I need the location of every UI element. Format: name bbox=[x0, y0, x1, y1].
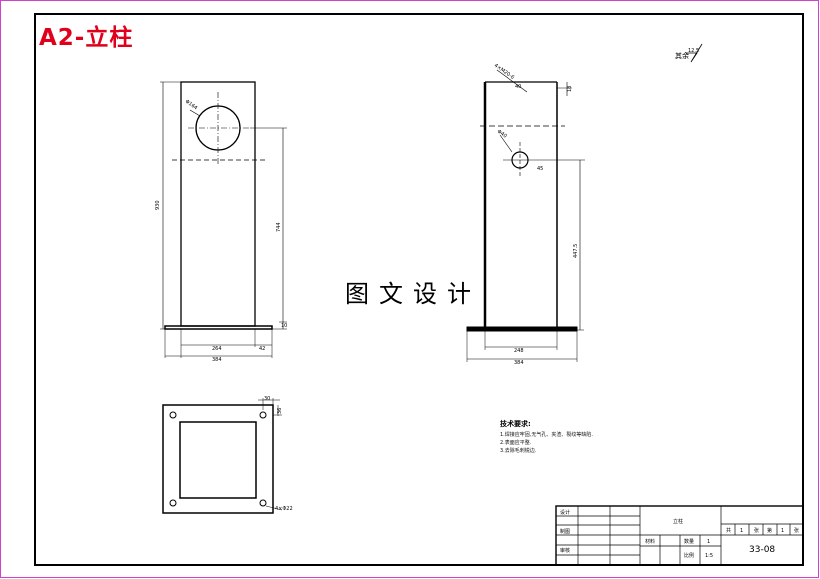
dim-front-center-height: 744 bbox=[276, 222, 282, 232]
dim-front-bottom-total: 384 bbox=[212, 357, 222, 363]
title-block-qty-value: 1 bbox=[707, 539, 710, 545]
title-block-drawing-number: 33-08 bbox=[749, 545, 775, 555]
front-view bbox=[160, 81, 287, 358]
tech-note-line-1: 1.焊接应牢固,无气孔、夹渣、裂纹等缺陷. bbox=[500, 432, 593, 438]
title-block-row-2: 制图 bbox=[560, 528, 570, 535]
title-block-row-1: 设计 bbox=[560, 509, 570, 516]
sheet-info-2: 张 bbox=[754, 527, 759, 534]
dim-front-height: 930 bbox=[155, 200, 161, 210]
side-view-base bbox=[466, 326, 578, 332]
drawing-frame bbox=[34, 13, 804, 566]
title-block-part-name: 立柱 bbox=[673, 518, 683, 525]
dim-side-bottom-total: 384 bbox=[514, 360, 524, 366]
surface-finish-icon bbox=[686, 43, 703, 63]
surface-finish-label: 其余 bbox=[675, 51, 689, 60]
dim-front-small: 10 bbox=[281, 323, 287, 329]
dim-side-height: 447.5 bbox=[573, 244, 579, 258]
dim-front-bottom-inner: 264 bbox=[212, 346, 222, 352]
drawing-title: A2-立柱 bbox=[39, 25, 134, 51]
surface-finish-value: 12.5 bbox=[688, 48, 699, 54]
front-view-base bbox=[164, 325, 273, 330]
title-block-qty-label: 数量 bbox=[684, 538, 694, 545]
dim-plan-top: 30 bbox=[264, 396, 270, 402]
watermark-text: 图文设计 bbox=[343, 274, 483, 309]
sheet-info-5: 张 bbox=[794, 527, 799, 534]
tech-note-line-2: 2.表面应平整. bbox=[500, 440, 532, 446]
title-block-scale-label: 比例 bbox=[684, 552, 694, 559]
title-block-material-label: 材料 bbox=[645, 538, 655, 545]
sheet-info-1: 1 bbox=[740, 528, 743, 534]
dim-side-hole-label: Φ40 bbox=[496, 129, 508, 140]
dim-plan-side: 36 bbox=[277, 408, 283, 414]
dim-side-top-small: 40 bbox=[515, 84, 521, 90]
dim-side-top-gap: 18 bbox=[567, 86, 573, 92]
dim-front-bottom-right: 42 bbox=[259, 346, 265, 352]
sheet-info-3: 第 bbox=[767, 527, 772, 534]
plan-view-outer bbox=[162, 404, 274, 514]
dim-side-bottom-inner: 248 bbox=[514, 348, 524, 354]
plan-view-inner bbox=[179, 421, 257, 499]
dim-hole-label: Φ164 bbox=[184, 99, 198, 112]
dim-side-top-label: 4×M20-6 bbox=[493, 63, 515, 81]
sheet-info-0: 共 bbox=[726, 527, 731, 534]
title-block bbox=[555, 505, 804, 566]
sheet-info-4: 1 bbox=[781, 528, 784, 534]
title-block-scale-value: 1:5 bbox=[705, 553, 713, 559]
dim-side-hole-depth: 45 bbox=[537, 166, 543, 172]
side-view bbox=[466, 69, 585, 362]
tech-notes-title: 技术要求: bbox=[500, 420, 531, 428]
tech-note-line-3: 3.去除毛刺锐边. bbox=[500, 448, 537, 454]
title-block-row-3: 审核 bbox=[560, 547, 570, 554]
plan-view bbox=[162, 398, 283, 514]
dim-plan-holes: 4×Φ22 bbox=[275, 506, 293, 512]
